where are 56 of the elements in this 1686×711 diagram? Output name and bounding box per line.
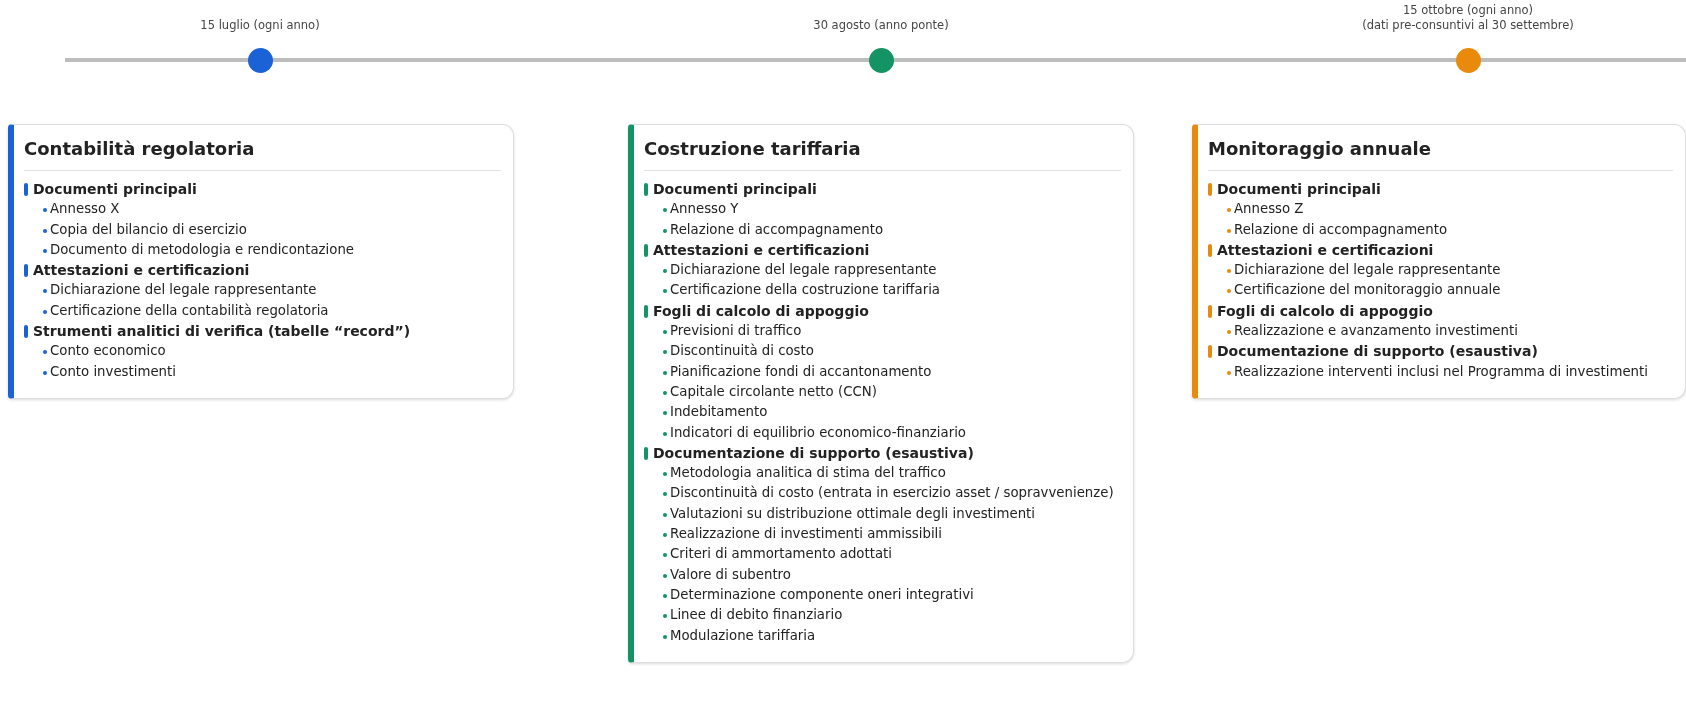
list-item: Criteri di ammortamento adottati [644, 544, 1121, 565]
list-item: Discontinuità di costo (entrata in esercizio asset / sopravvenienze) [644, 483, 1121, 504]
card-title: Monitoraggio annuale [1208, 135, 1673, 171]
section-heading: Documenti principali [1208, 179, 1673, 200]
list-item: Conto investimenti [24, 361, 501, 382]
section-heading: Attestazioni e certificazioni [24, 260, 501, 281]
section-heading: Documentazione di supporto (esaustiva) [1208, 341, 1673, 362]
list-item: Discontinuità di costo [644, 341, 1121, 362]
section-heading: Fogli di calcolo di appoggio [644, 300, 1121, 322]
section-heading: Attestazioni e certificazioni [644, 239, 1121, 261]
list-item: Modulazione tariffaria [644, 625, 1121, 646]
list-item: Dichiarazione del legale rappresentante [1208, 260, 1673, 281]
list-item: Capitale circolante netto (CCN) [644, 381, 1121, 403]
list-item: Annesso X [24, 199, 501, 220]
list-item: Certificazione del monitoraggio annuale [1208, 280, 1673, 301]
list-item: Dichiarazione del legale rappresentante [24, 280, 501, 301]
section-heading: Attestazioni e certificazioni [1208, 239, 1673, 261]
phase-card [1192, 124, 1686, 399]
card-title: Costruzione tariffaria [644, 135, 1121, 171]
list-item: Pianificazione fondi di accantonamento [644, 361, 1121, 382]
section-heading: Documenti principali [644, 179, 1121, 200]
list-item: Valutazioni su distribuzione ottimale degli investimenti [644, 503, 1121, 525]
list-item: Copia del bilancio di esercizio [24, 219, 501, 240]
list-item: Metodologia analitica di stima del traffico [644, 463, 1121, 484]
list-item: Realizzazione interventi inclusi nel Programma di investimenti [1208, 361, 1673, 382]
list-item: Linee di debito finanziario [644, 605, 1121, 626]
section-heading: Documenti principali [24, 179, 501, 200]
list-item: Conto economico [24, 341, 501, 362]
section-heading: Fogli di calcolo di appoggio [1208, 300, 1673, 322]
list-item: Realizzazione e avanzamento investimenti [1208, 321, 1673, 342]
list-item: Documento di metodologia e rendicontazione [24, 239, 501, 261]
list-item: Annesso Y [644, 199, 1121, 220]
date-label: 15 ottobre (ogni anno) [1403, 3, 1533, 18]
list-item: Valore di subentro [644, 564, 1121, 585]
timeline-marker [868, 48, 894, 73]
list-item: Dichiarazione del legale rappresentante [644, 260, 1121, 281]
list-item: Determinazione componente oneri integrativi [644, 584, 1121, 606]
card-title: Contabilità regolatoria [24, 135, 501, 171]
section-heading: Documentazione di supporto (esaustiva) [644, 442, 1121, 464]
timeline-marker [247, 48, 273, 73]
timeline-marker [1455, 48, 1481, 73]
list-item: Relazione di accompagnamento [644, 219, 1121, 240]
list-item: Annesso Z [1208, 199, 1673, 220]
date-label: 15 luglio (ogni anno) [200, 18, 320, 33]
list-item: Indebitamento [644, 402, 1121, 423]
date-label: (dati pre-consuntivi al 30 settembre) [1362, 18, 1574, 33]
list-item: Previsioni di traffico [644, 321, 1121, 342]
phase-card [628, 124, 1134, 663]
list-item: Certificazione della contabilità regolatoria [24, 300, 501, 322]
list-item: Certificazione della costruzione tariffaria [644, 280, 1121, 301]
phase-card [8, 124, 514, 399]
list-item: Indicatori di equilibrio economico-finanziario [644, 422, 1121, 443]
date-label: 30 agosto (anno ponte) [813, 18, 949, 33]
section-heading: Strumenti analitici di verifica (tabelle “record”) [24, 321, 501, 342]
list-item: Realizzazione di investimenti ammissibili [644, 524, 1121, 545]
list-item: Relazione di accompagnamento [1208, 219, 1673, 240]
